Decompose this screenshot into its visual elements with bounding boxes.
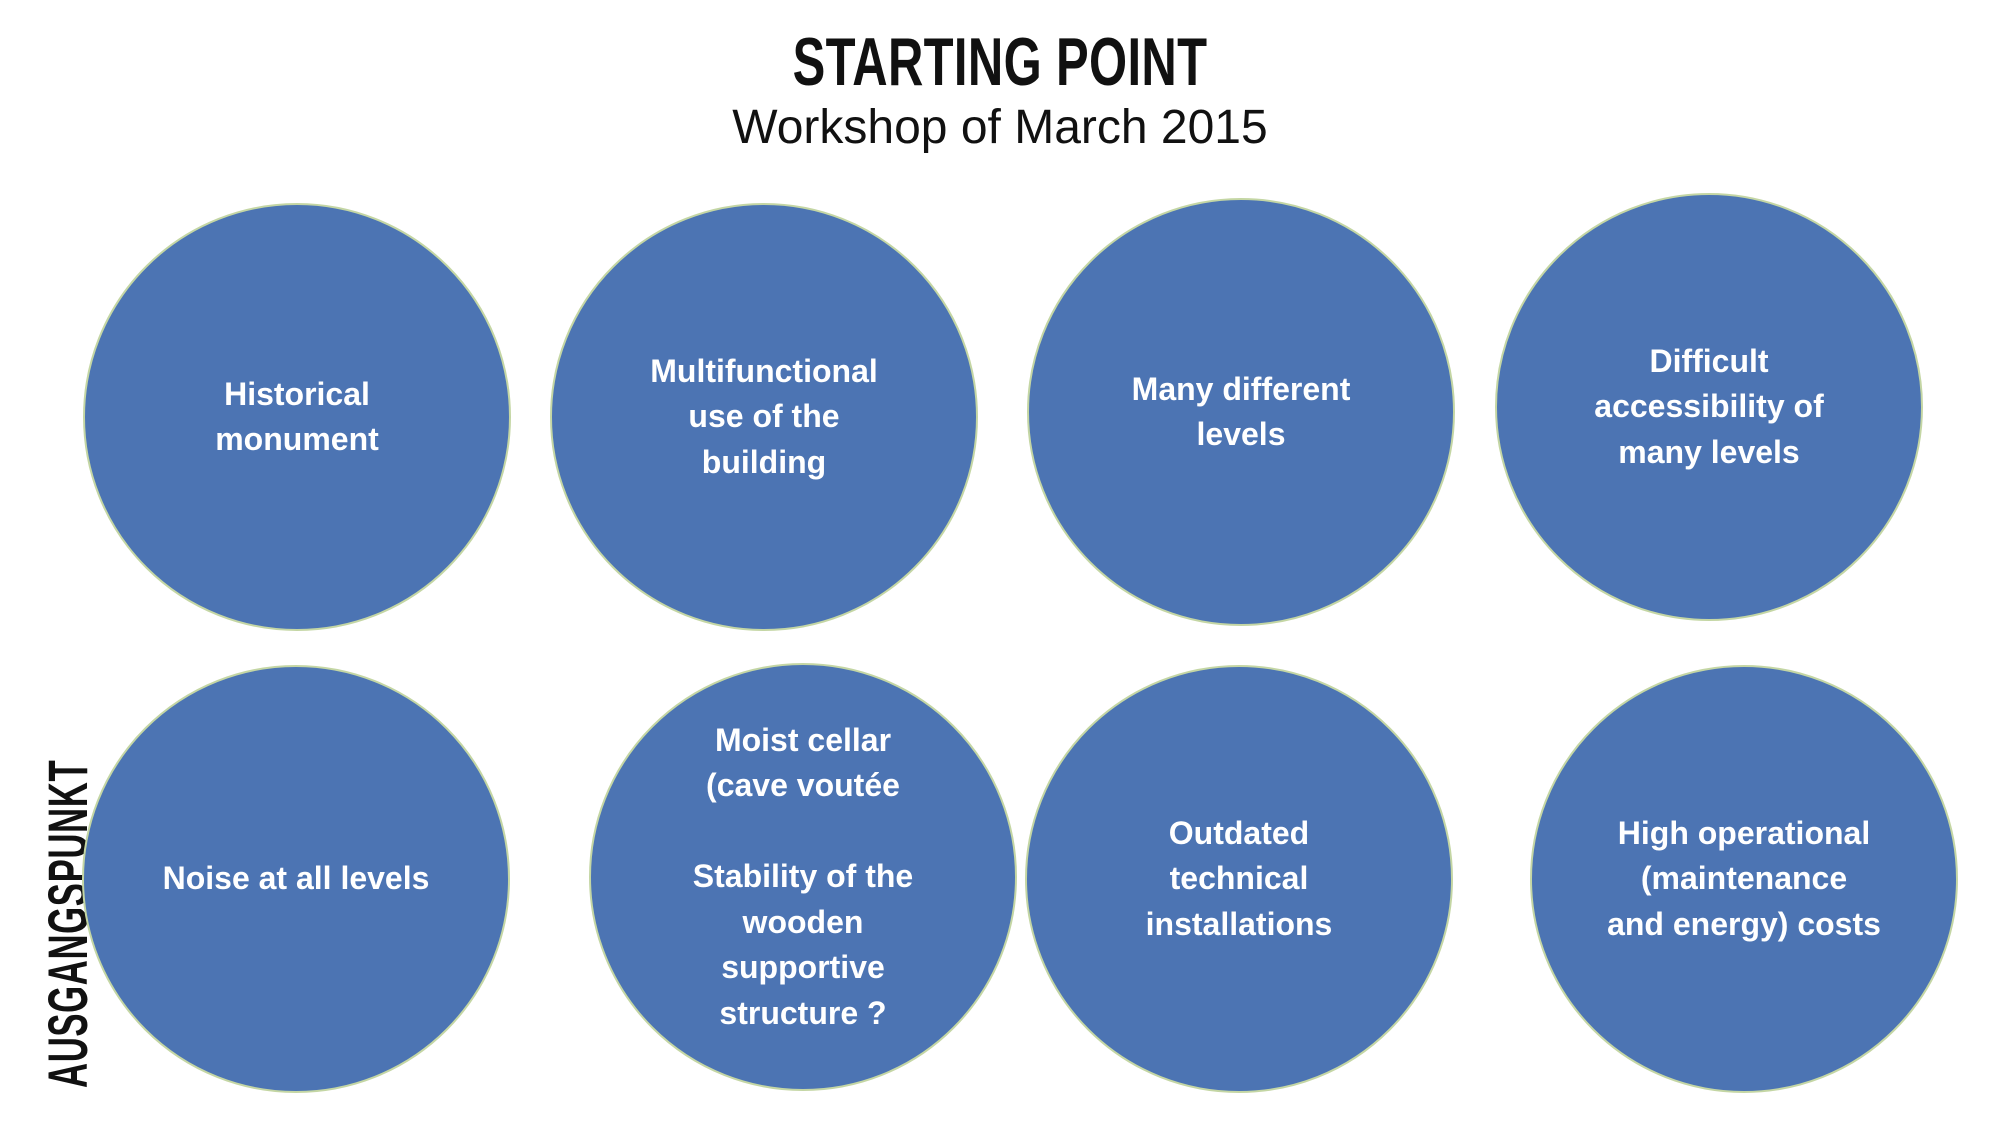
circle-text-difficult-accessibility: Difficult accessibility of many levels: [1594, 342, 1824, 470]
slide-title: STARTING POINT: [792, 24, 1208, 100]
circle-text-high-operational-costs: High operational (maintenance and energy…: [1607, 814, 1881, 942]
circle-difficult-accessibility: Difficult accessibility of many levels: [1495, 193, 1923, 621]
circle-text-noise-at-all-levels: Noise at all levels: [162, 860, 430, 897]
circle-text-historical-monument: Historical monument: [215, 375, 379, 457]
circle-text-multifunctional-use: Multifunctional use of the building: [650, 352, 878, 480]
circle-historical-monument: Historical monument: [83, 203, 511, 631]
circle-moist-cellar-stability: Moist cellar (cave voutée Stability of t…: [589, 663, 1017, 1091]
slide-subtitle: Workshop of March 2015: [732, 101, 1268, 154]
circle-high-operational-costs: High operational (maintenance and energy…: [1530, 665, 1958, 1093]
circle-text-many-different-levels: Many different levels: [1131, 370, 1351, 452]
circle-text-moist-cellar-stability: Moist cellar (cave voutée Stability of t…: [692, 721, 914, 1031]
circle-outdated-technical-installations: Outdated technical installations: [1025, 665, 1453, 1093]
circle-text-outdated-technical-installations: Outdated technical installations: [1145, 814, 1333, 942]
circle-multifunctional-use: Multifunctional use of the building: [550, 203, 978, 631]
circle-noise-at-all-levels: Noise at all levels: [82, 665, 510, 1093]
circle-many-different-levels: Many different levels: [1027, 198, 1455, 626]
